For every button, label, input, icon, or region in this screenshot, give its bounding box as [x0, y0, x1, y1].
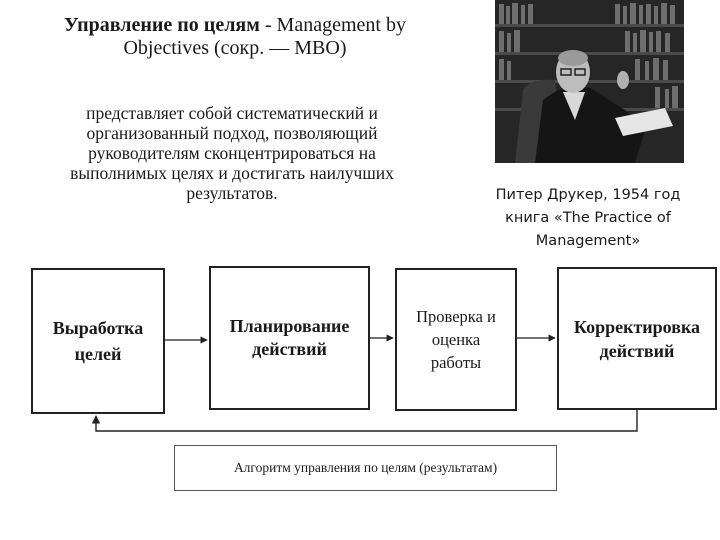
caption-line-3: Management»	[535, 233, 641, 249]
slide-title: Управление по целям - Management by Obje…	[20, 14, 450, 60]
step1-line-1: Выработка	[52, 318, 144, 338]
definition-text: представляет собой систематический и орг…	[22, 103, 442, 203]
step3-line-3: работы	[430, 353, 482, 372]
definition-line-1: представляет собой систематический и	[86, 103, 378, 123]
step4-line-2: действий	[599, 340, 675, 361]
step3-line-1: Проверка и	[416, 307, 496, 326]
step-action-planning: Планирование действий	[209, 266, 370, 410]
algorithm-label-box: Алгоритм управления по целям (результата…	[174, 445, 557, 491]
step4-line-1: Корректировка	[573, 316, 701, 337]
title-english-part: - Management by	[259, 14, 406, 36]
algorithm-label: Алгоритм управления по целям (результата…	[233, 460, 498, 475]
caption-line-1: Питер Друкер, 1954 год	[495, 187, 681, 203]
step-goal-setting: Выработка целей	[31, 268, 165, 414]
photo-caption: Питер Друкер, 1954 год книга «The Practi…	[478, 184, 698, 253]
step-corrective-action: Корректировка действий	[557, 267, 717, 410]
portrait-illustration	[495, 0, 684, 163]
feedback-loop-arrow	[91, 410, 638, 432]
title-bold-term: Управление по целям	[64, 14, 260, 36]
definition-line-3: руководителям сконцентрироваться на	[88, 143, 376, 163]
definition-line-2: организованный подход, позволяющий	[86, 123, 378, 143]
title-line-2: Objectives (сокр. — MBO)	[123, 37, 347, 59]
definition-line-5: результатов.	[186, 183, 278, 203]
step3-line-2: оценка	[431, 330, 481, 349]
step2-line-1: Планирование	[229, 316, 350, 336]
drucker-photo	[495, 0, 684, 163]
step-review-evaluation: Проверка и оценка работы	[395, 268, 517, 411]
definition-line-4: выполнимых целях и достигать наилучших	[70, 163, 394, 183]
step1-line-2: целей	[74, 344, 122, 364]
caption-line-2: книга «The Practice of	[505, 210, 671, 226]
step2-line-2: действий	[252, 339, 327, 359]
